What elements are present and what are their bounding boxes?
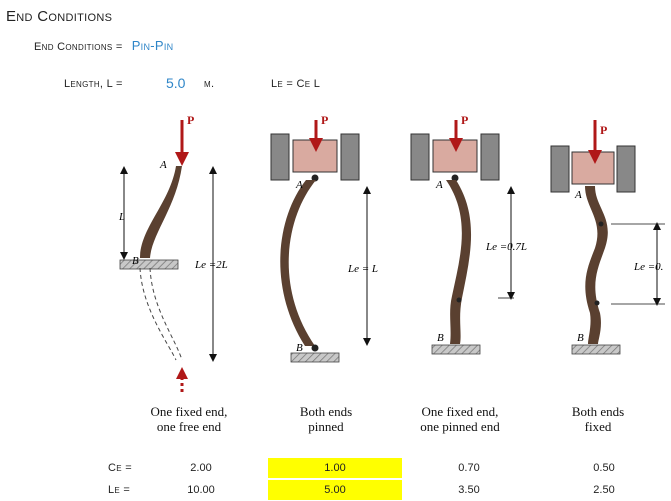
- caption-line: One fixed end,: [421, 404, 499, 419]
- end-a-label: A: [295, 179, 303, 191]
- le-value-case-3: 3.50: [458, 484, 480, 496]
- case-1-caption: One fixed end, one free end: [119, 404, 259, 434]
- case-3-le-label: Le =0.7L: [485, 241, 527, 253]
- load-label: P: [461, 113, 468, 127]
- le-value-case-1: 10.00: [187, 484, 215, 496]
- ce-row-label: Ce =: [108, 462, 132, 474]
- case-4-le-label: Le =0.: [633, 261, 663, 273]
- end-b-label: B: [577, 332, 584, 344]
- end-b-label: B: [296, 342, 303, 354]
- caption-line: fixed: [584, 419, 612, 434]
- caption-line: One fixed end,: [150, 404, 228, 419]
- caption-line: one free end: [156, 419, 222, 434]
- load-label: P: [187, 113, 194, 127]
- case-3-caption: One fixed end, one pinned end: [390, 404, 530, 434]
- ce-value-case-2: 1.00: [268, 458, 402, 478]
- column-end-conditions-diagram: P A B L Le =2L P A B Le = L P A: [118, 113, 665, 392]
- end-b-label: B: [437, 332, 444, 344]
- section-title: End Conditions: [6, 8, 113, 25]
- case-1-figure: P A B L Le =2L: [118, 113, 228, 392]
- end-a-label: A: [159, 159, 167, 171]
- effective-length-formula: Le = Ce L: [271, 78, 321, 90]
- caption-line: Both ends: [299, 404, 353, 419]
- ce-value-case-3: 0.70: [458, 462, 480, 474]
- caption-line: pinned: [308, 419, 344, 434]
- case-1-le-label: Le =2L: [194, 259, 228, 271]
- le-value-case-4: 2.50: [593, 484, 615, 496]
- case-2-figure: P A B Le = L: [270, 113, 378, 363]
- ce-value-case-4: 0.50: [593, 462, 615, 474]
- length-l-label: L: [118, 211, 125, 223]
- end-conditions-label: End Conditions =: [34, 41, 123, 53]
- le-value-case-2: 5.00: [268, 480, 402, 500]
- length-label: Length, L =: [64, 78, 123, 90]
- le-row-label: Le =: [108, 484, 131, 496]
- end-a-label: A: [435, 179, 443, 191]
- case-3-figure: P A B Le =0.7L: [410, 113, 527, 355]
- length-unit: m.: [204, 78, 215, 90]
- case-2-le-label: Le = L: [347, 263, 378, 275]
- ce-value-case-1: 2.00: [190, 462, 212, 474]
- length-input[interactable]: 5.0: [166, 75, 186, 91]
- case-2-caption: Both ends pinned: [256, 404, 396, 434]
- case-4-caption: Both ends fixed: [528, 404, 668, 434]
- load-label: P: [321, 113, 328, 127]
- case-4-figure: P A B Le =0.: [550, 120, 665, 355]
- load-label: P: [600, 123, 607, 137]
- end-a-label: A: [574, 189, 582, 201]
- caption-line: one pinned end: [420, 419, 500, 434]
- caption-line: Both ends: [571, 404, 625, 419]
- end-b-label: B: [132, 255, 139, 267]
- end-conditions-row: End Conditions = Pin-Pin: [34, 38, 173, 53]
- end-conditions-dropdown[interactable]: Pin-Pin: [131, 38, 174, 53]
